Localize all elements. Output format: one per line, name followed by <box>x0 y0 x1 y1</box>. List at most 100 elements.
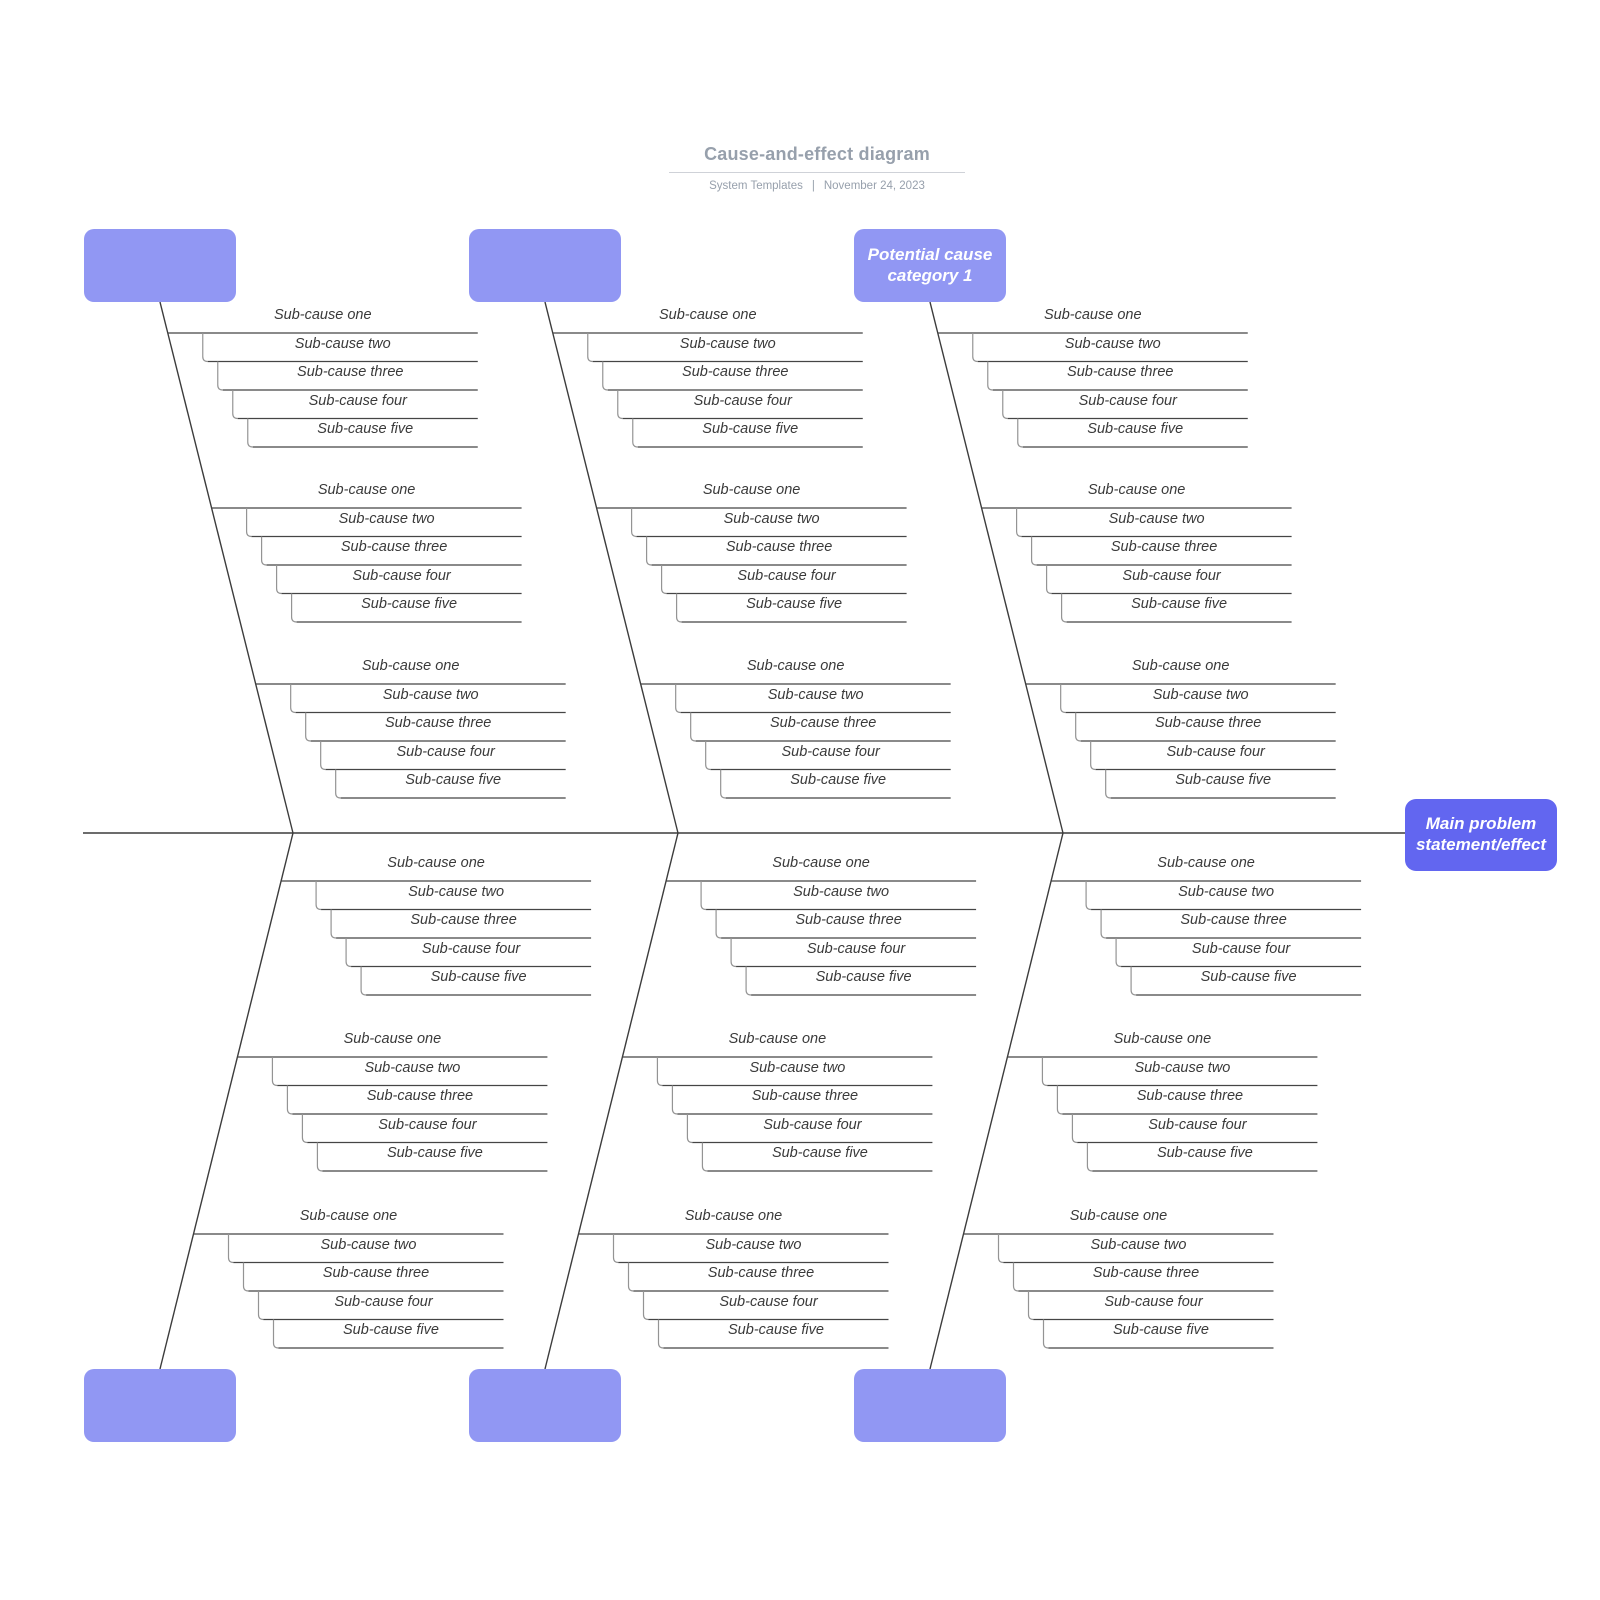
sub-cause-label[interactable]: Sub-cause five <box>702 421 799 437</box>
sub-cause-bracket-line <box>286 1085 293 1115</box>
sub-cause-label[interactable]: Sub-cause two <box>1134 1059 1231 1076</box>
sub-cause-label[interactable]: Sub-cause one <box>658 307 757 323</box>
sub-cause-label[interactable]: Sub-cause five <box>386 1145 483 1161</box>
sub-cause-label[interactable]: Sub-cause two <box>749 1059 846 1076</box>
sub-cause-label[interactable]: Sub-cause one <box>746 658 845 674</box>
sub-cause-label[interactable]: Sub-cause one <box>343 1031 442 1047</box>
main-effect-box[interactable]: Main problem statement/effect <box>1405 799 1557 871</box>
category-box-bottom-1[interactable] <box>84 1369 236 1442</box>
sub-cause-label[interactable]: Sub-cause two <box>320 1236 417 1253</box>
sub-cause-label[interactable]: Sub-cause four <box>421 940 521 957</box>
sub-cause-label[interactable]: Sub-cause one <box>387 855 485 871</box>
sub-cause-label[interactable]: Sub-cause two <box>408 883 505 900</box>
sub-cause-label[interactable]: Sub-cause one <box>273 307 372 323</box>
sub-cause-label[interactable]: Sub-cause two <box>705 1236 802 1253</box>
sub-cause-label[interactable]: Sub-cause one <box>1131 658 1230 674</box>
sub-cause-label[interactable]: Sub-cause three <box>682 364 789 380</box>
sub-cause-label[interactable]: Sub-cause five <box>790 772 887 788</box>
sub-cause-label[interactable]: Sub-cause four <box>308 392 407 409</box>
sub-cause-label[interactable]: Sub-cause five <box>405 772 502 788</box>
sub-cause-label[interactable]: Sub-cause four <box>719 1293 818 1310</box>
sub-cause-label[interactable]: Sub-cause four <box>693 392 792 409</box>
sub-cause-label[interactable]: Sub-cause four <box>781 743 880 760</box>
sub-cause-label[interactable]: Sub-cause four <box>806 940 906 957</box>
sub-cause-label[interactable]: Sub-cause three <box>1092 1265 1200 1281</box>
sub-cause-label[interactable]: Sub-cause two <box>294 335 391 352</box>
sub-cause-label[interactable]: Sub-cause two <box>1178 883 1275 900</box>
sub-cause-label[interactable]: Sub-cause four <box>1148 1116 1247 1133</box>
sub-cause-label[interactable]: Sub-cause four <box>1078 392 1177 409</box>
sub-cause-label[interactable]: Sub-cause four <box>334 1293 433 1310</box>
sub-cause-label[interactable]: Sub-cause four <box>737 567 836 584</box>
sub-cause-label[interactable]: Sub-cause three <box>1180 912 1287 928</box>
sub-cause-label[interactable]: Sub-cause two <box>679 335 776 352</box>
sub-cause-label[interactable]: Sub-cause three <box>366 1088 474 1104</box>
sub-cause-label[interactable]: Sub-cause five <box>430 969 527 985</box>
sub-cause-label[interactable]: Sub-cause one <box>728 1031 827 1047</box>
sub-cause-label[interactable]: Sub-cause three <box>725 539 833 555</box>
sub-cause-label[interactable]: Sub-cause five <box>1175 772 1272 788</box>
sub-cause-label[interactable]: Sub-cause five <box>1087 421 1184 437</box>
sub-cause-label[interactable]: Sub-cause three <box>751 1088 859 1104</box>
category-box-top-3[interactable]: Potential cause category 1 <box>854 229 1006 302</box>
sub-cause-label[interactable]: Sub-cause three <box>707 1265 815 1281</box>
sub-cause-label[interactable]: Sub-cause five <box>317 421 414 437</box>
sub-cause-label[interactable]: Sub-cause one <box>361 658 460 674</box>
sub-cause-label[interactable]: Sub-cause one <box>1113 1031 1212 1047</box>
sub-cause-label[interactable]: Sub-cause three <box>1110 539 1218 555</box>
category-box-bottom-3[interactable] <box>854 1369 1006 1442</box>
sub-cause-label[interactable]: Sub-cause five <box>1156 1145 1253 1161</box>
sub-cause-label[interactable]: Sub-cause four <box>763 1116 862 1133</box>
sub-cause-label[interactable]: Sub-cause two <box>364 1059 461 1076</box>
sub-cause-label[interactable]: Sub-cause three <box>322 1265 430 1281</box>
category-box-top-1[interactable] <box>84 229 236 302</box>
sub-cause-label[interactable]: Sub-cause four <box>1191 940 1291 957</box>
bone-top-3 <box>929 301 1336 834</box>
sub-cause-label[interactable]: Sub-cause three <box>410 912 517 928</box>
sub-cause-label[interactable]: Sub-cause two <box>793 883 890 900</box>
sub-cause-label[interactable]: Sub-cause one <box>1087 482 1186 498</box>
sub-cause-label[interactable]: Sub-cause one <box>1043 307 1142 323</box>
sub-cause-label[interactable]: Sub-cause five <box>1200 969 1297 985</box>
sub-cause-label[interactable]: Sub-cause one <box>702 482 801 498</box>
sub-cause-label[interactable]: Sub-cause four <box>1104 1293 1203 1310</box>
sub-cause-label[interactable]: Sub-cause two <box>723 510 820 527</box>
sub-cause-label[interactable]: Sub-cause two <box>1108 510 1205 527</box>
sub-cause-label[interactable]: Sub-cause five <box>1113 1322 1209 1338</box>
sub-cause-label[interactable]: Sub-cause five <box>746 596 843 612</box>
sub-cause-label[interactable]: Sub-cause three <box>1154 715 1262 731</box>
sub-cause-label[interactable]: Sub-cause two <box>1090 1236 1187 1253</box>
sub-cause-label[interactable]: Sub-cause two <box>382 686 479 703</box>
sub-cause-label[interactable]: Sub-cause three <box>340 539 448 555</box>
sub-cause-label[interactable]: Sub-cause two <box>1064 335 1161 352</box>
sub-cause-label[interactable]: Sub-cause one <box>1069 1208 1168 1224</box>
sub-cause-label[interactable]: Sub-cause five <box>771 1145 868 1161</box>
sub-cause-label[interactable]: Sub-cause three <box>297 364 404 380</box>
sub-cause-label[interactable]: Sub-cause three <box>769 715 877 731</box>
sub-cause-label[interactable]: Sub-cause two <box>1152 686 1249 703</box>
sub-cause-label[interactable]: Sub-cause five <box>1131 596 1228 612</box>
category-box-bottom-2[interactable] <box>469 1369 621 1442</box>
sub-cause-bracket-line <box>701 1142 708 1172</box>
sub-cause-label[interactable]: Sub-cause five <box>728 1322 824 1338</box>
sub-cause-label[interactable]: Sub-cause five <box>361 596 458 612</box>
sub-cause-label[interactable]: Sub-cause one <box>299 1208 398 1224</box>
sub-cause-label[interactable]: Sub-cause one <box>1157 855 1255 871</box>
sub-cause-label[interactable]: Sub-cause five <box>343 1322 439 1338</box>
sub-cause-label[interactable]: Sub-cause three <box>795 912 902 928</box>
sub-cause-label[interactable]: Sub-cause five <box>815 969 912 985</box>
sub-cause-label[interactable]: Sub-cause one <box>684 1208 783 1224</box>
sub-cause-label[interactable]: Sub-cause one <box>317 482 416 498</box>
sub-cause-label[interactable]: Sub-cause two <box>767 686 864 703</box>
sub-cause-label[interactable]: Sub-cause four <box>378 1116 477 1133</box>
sub-cause-label[interactable]: Sub-cause four <box>1166 743 1265 760</box>
sub-cause-label[interactable]: Sub-cause three <box>384 715 492 731</box>
sub-cause-label[interactable]: Sub-cause four <box>1122 567 1221 584</box>
sub-cause-label[interactable]: Sub-cause four <box>352 567 451 584</box>
sub-cause-label[interactable]: Sub-cause three <box>1067 364 1174 380</box>
category-box-top-2[interactable] <box>469 229 621 302</box>
sub-cause-label[interactable]: Sub-cause one <box>772 855 870 871</box>
sub-cause-label[interactable]: Sub-cause three <box>1136 1088 1244 1104</box>
sub-cause-label[interactable]: Sub-cause two <box>338 510 435 527</box>
sub-cause-label[interactable]: Sub-cause four <box>396 743 495 760</box>
